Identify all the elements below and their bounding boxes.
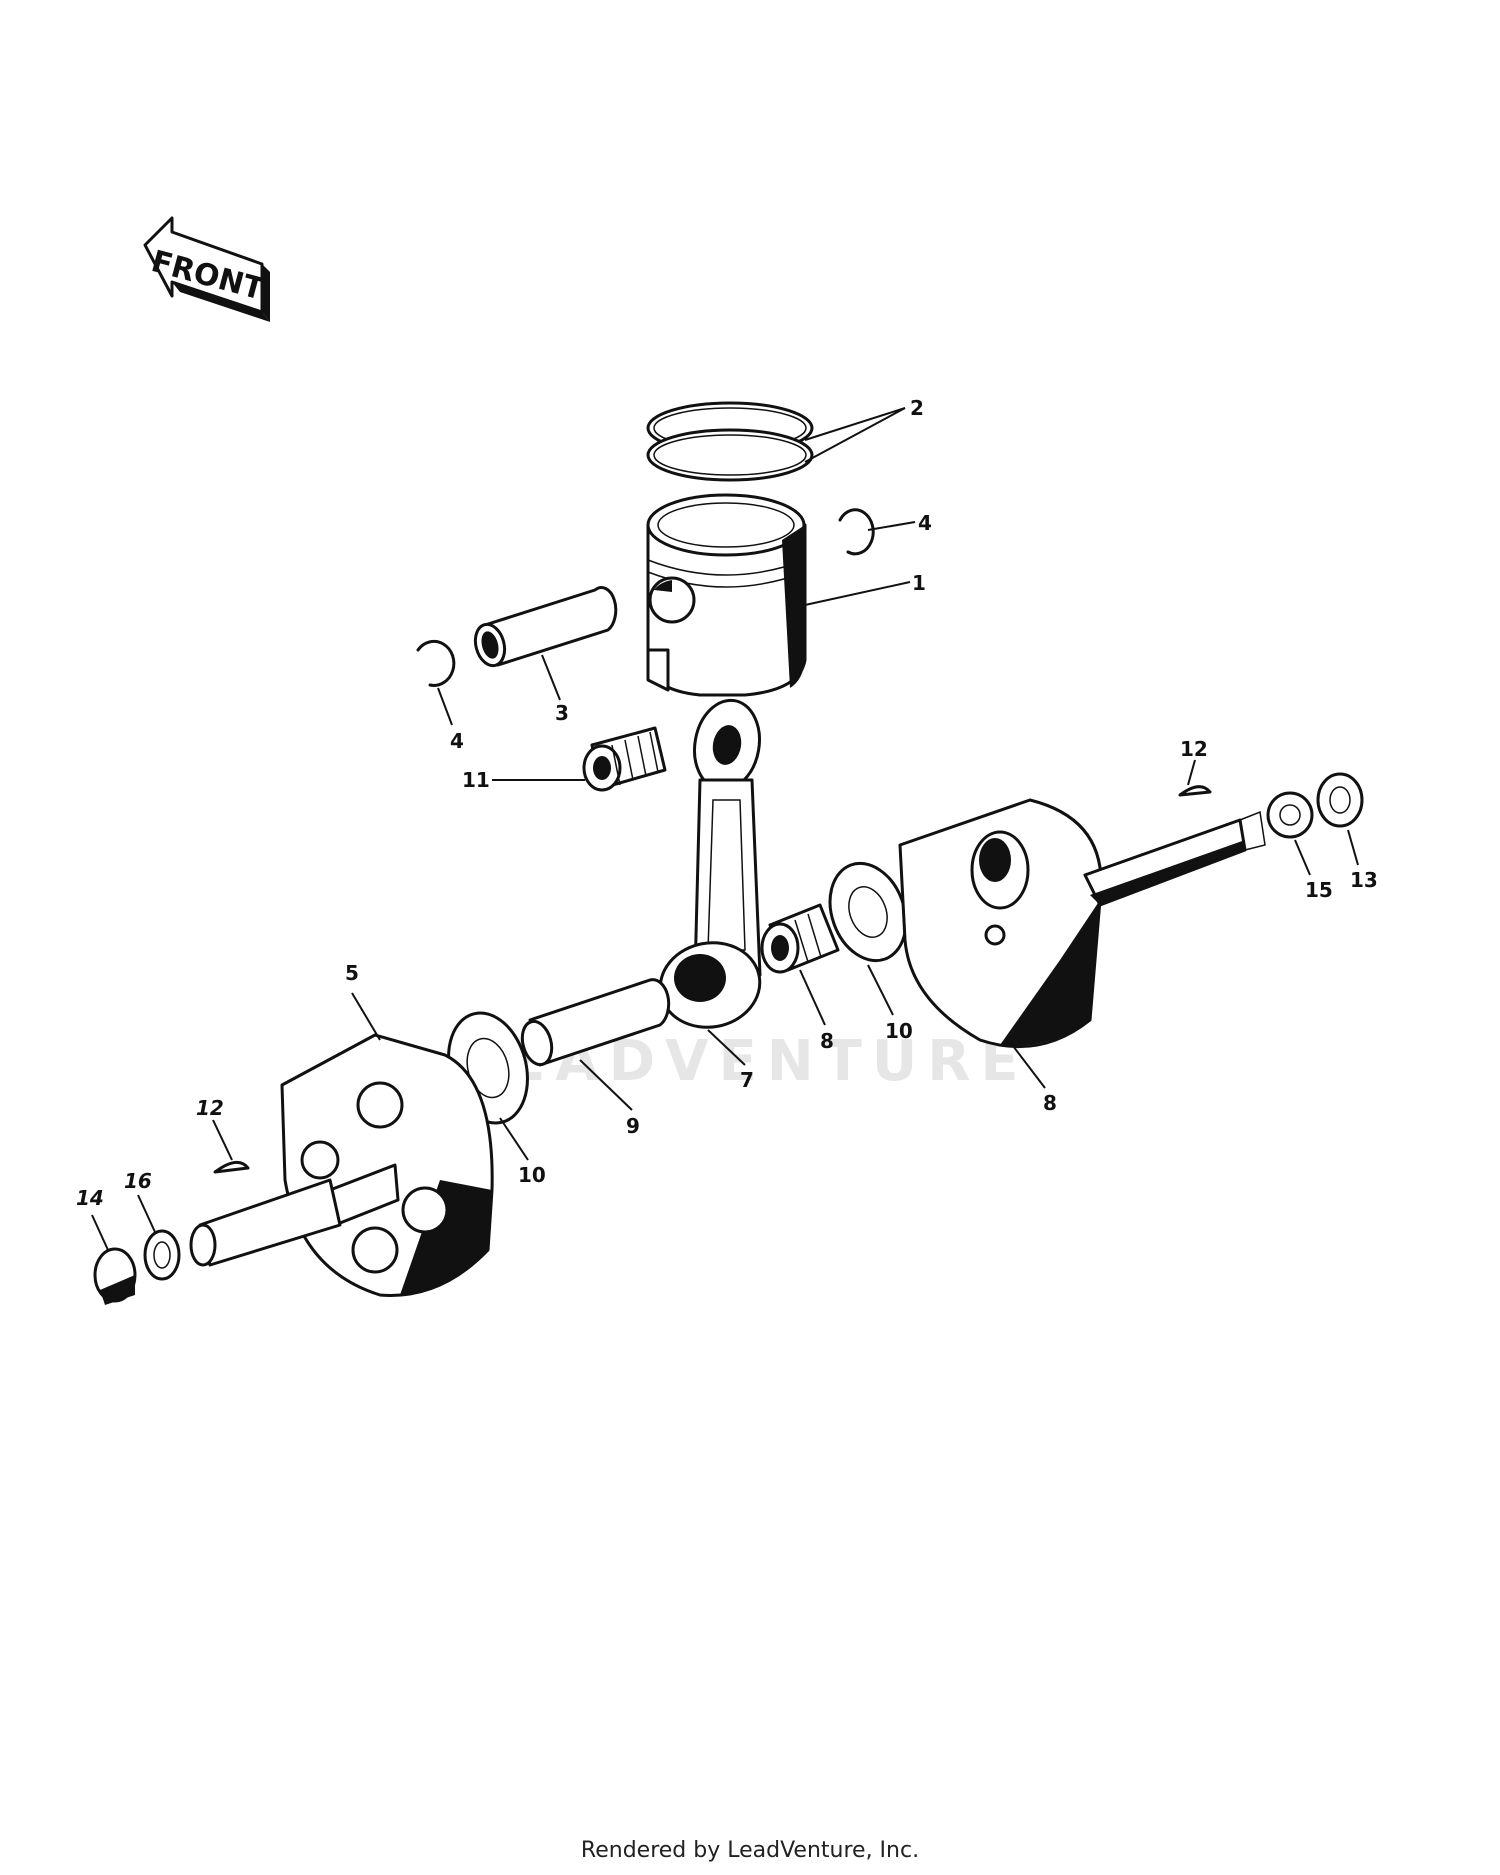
callout-16: 16 <box>124 1169 152 1193</box>
callout-3: 3 <box>555 701 569 725</box>
callout-4-left: 4 <box>450 729 464 753</box>
circlip-left <box>416 639 456 687</box>
crank-nut-right <box>1316 772 1364 828</box>
lock-washer <box>1266 791 1314 839</box>
woodruff-key-left <box>213 1160 250 1174</box>
big-end-bearing <box>760 903 840 974</box>
washer-left <box>143 1229 181 1281</box>
callout-8-center: 8 <box>820 1029 834 1053</box>
callout-2: 2 <box>910 396 924 420</box>
piston-pin <box>473 586 618 668</box>
piston <box>646 493 807 697</box>
crank-pin <box>520 978 671 1067</box>
callout-15: 15 <box>1305 878 1333 902</box>
callout-4-right: 4 <box>918 511 932 535</box>
callout-8-right: 8 <box>1043 1091 1057 1115</box>
rendered-by-footer: Rendered by LeadVenture, Inc. <box>580 1838 920 1863</box>
callout-7: 7 <box>740 1068 754 1092</box>
connecting-rod <box>658 698 762 1029</box>
callout-10-left: 10 <box>518 1163 546 1187</box>
piston-rings <box>646 401 814 482</box>
callout-14: 14 <box>76 1186 104 1210</box>
callout-10-right: 10 <box>885 1019 913 1043</box>
callout-13: 13 <box>1350 868 1378 892</box>
circlip-right <box>838 508 875 556</box>
crank-nut-left <box>93 1247 137 1305</box>
callout-1: 1 <box>912 571 926 595</box>
crankshaft-half-left <box>189 1033 494 1297</box>
callout-9: 9 <box>626 1114 640 1138</box>
callout-12-left: 12 <box>196 1096 224 1120</box>
callout-5: 5 <box>345 961 359 985</box>
leader-lines <box>91 407 1359 1251</box>
crankshaft-half-right <box>898 798 1266 1049</box>
callout-12-right: 12 <box>1180 737 1208 761</box>
front-arrow-icon: FRONT <box>143 216 270 322</box>
small-end-bearing <box>582 726 667 792</box>
woodruff-key-right <box>1178 785 1212 797</box>
callout-11: 11 <box>462 768 490 792</box>
